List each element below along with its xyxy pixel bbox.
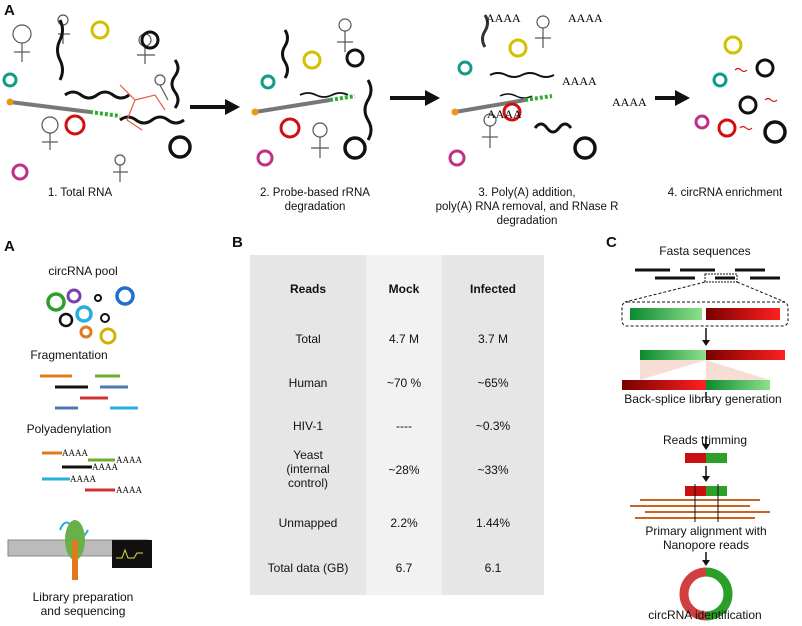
- polyadenylation-label: Polyadenylation: [26, 422, 112, 436]
- table-column-mock: [366, 255, 442, 595]
- polya-tail-label: AAAA: [116, 455, 142, 465]
- step1-total-rna-illustration: [2, 14, 192, 182]
- table-header-mock: Mock: [388, 282, 420, 296]
- table-cell-mock: 4.7 M: [388, 332, 419, 346]
- table-cell-read: Human: [288, 376, 328, 390]
- table-cell-read: Unmapped: [278, 516, 338, 530]
- polya-tail-label: AAAA: [487, 107, 522, 121]
- polya-tail-label: AAAA: [92, 462, 118, 472]
- step3-caption: 3. Poly(A) addition, poly(A) RNA removal…: [435, 187, 619, 227]
- table-cell-mock: ----: [396, 419, 412, 433]
- arrow-icon: [190, 99, 240, 115]
- step2-caption: 2. Probe-based rRNA degradation: [260, 187, 370, 213]
- circrna-pool-label: circRNA pool: [48, 264, 118, 278]
- step3-polya-illustration: [448, 14, 597, 167]
- table-cell-read: HIV-1: [292, 419, 323, 433]
- table-cell-read: Total: [295, 332, 321, 346]
- arrow-icon: [655, 90, 690, 106]
- step4-caption: 4. circRNA enrichment: [667, 187, 783, 199]
- reads-table: Reads Mock Infected Total 4.7 M 3.7 M Hu…: [250, 255, 544, 595]
- trimming-label: Reads trimming: [662, 433, 748, 447]
- table-cell-mock: ~28%: [388, 463, 420, 477]
- table-cell-mock: 6.7: [395, 561, 413, 575]
- polya-tail-label: AAAA: [612, 95, 647, 109]
- polya-tail-label: AAAA: [568, 11, 603, 25]
- panel-c-pipeline-diagram: [621, 268, 789, 621]
- panel-letter-a-bottom: A: [4, 238, 15, 255]
- circrna-identification-label: circRNA identification: [648, 608, 762, 622]
- table-cell-mock: 2.2%: [390, 516, 418, 530]
- polya-tail-label: AAAA: [116, 485, 142, 495]
- step2-rrna-degradation-illustration: [251, 18, 373, 167]
- table-cell-infected: ~0.3%: [475, 419, 511, 433]
- panel-a2-illustration: [7, 286, 152, 580]
- table-cell-infected: 3.7 M: [477, 332, 508, 346]
- table-header-infected: Infected: [469, 282, 516, 296]
- polya-tail-label: AAAA: [562, 74, 597, 88]
- table-cell-infected: ~33%: [477, 463, 509, 477]
- polya-tail-label: AAAA: [62, 448, 88, 458]
- polya-tail-label: AAAA: [70, 474, 96, 484]
- polya-tail-label: AAAA: [486, 11, 521, 25]
- step1-caption: 1. Total RNA: [47, 187, 113, 199]
- alignment-label: Primary alignment with Nanopore reads: [645, 524, 767, 552]
- table-cell-infected: 1.44%: [475, 516, 511, 530]
- table-cell-read: Yeast (internal control): [286, 448, 330, 490]
- top-workflow-diagram: AAAA AAAA AAAA AAAA AAAA: [2, 11, 787, 182]
- table-header-reads: Reads: [289, 282, 327, 296]
- table-cell-mock: ~70 %: [386, 376, 422, 390]
- panel-letter-b: B: [232, 234, 243, 251]
- arrow-icon: [390, 90, 440, 106]
- table-column-reads: [250, 255, 366, 595]
- table-cell-read: Total data (GB): [267, 561, 349, 575]
- fasta-label: Fasta sequences: [659, 244, 751, 258]
- step4-circrna-illustration: [694, 35, 787, 144]
- table-cell-infected: 6.1: [484, 561, 502, 575]
- library-prep-label: Library preparation and sequencing: [32, 590, 134, 618]
- table-column-infected: [442, 255, 544, 595]
- table-cell-infected: ~65%: [477, 376, 509, 390]
- panel-letter-c: C: [606, 234, 617, 251]
- backsplice-label: Back-splice library generation: [624, 392, 782, 406]
- fragmentation-label: Fragmentation: [30, 348, 108, 362]
- panel-letter-a-top: A: [4, 2, 15, 19]
